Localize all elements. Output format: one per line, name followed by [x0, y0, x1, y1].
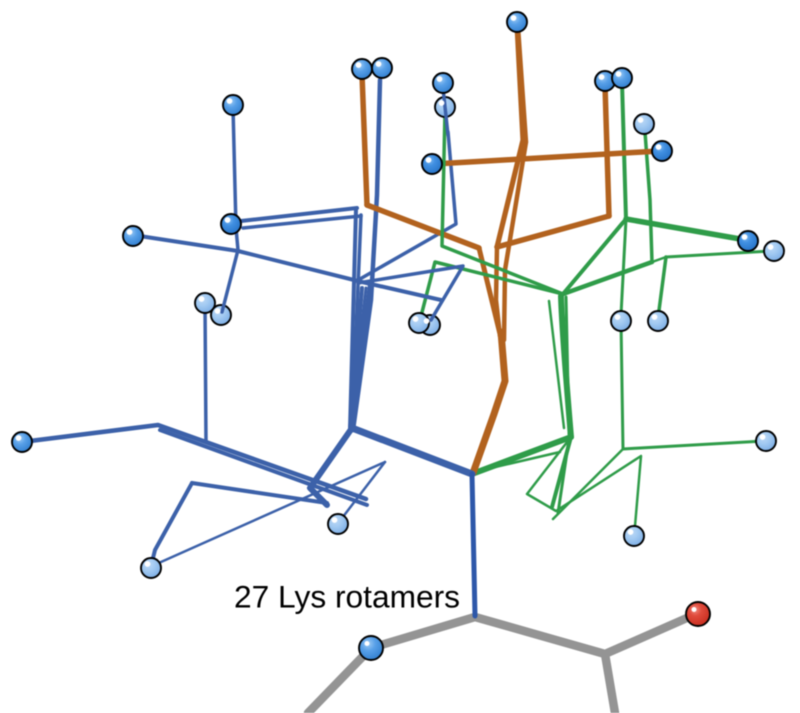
svg-text:27 Lys rotamers: 27 Lys rotamers	[234, 579, 460, 615]
